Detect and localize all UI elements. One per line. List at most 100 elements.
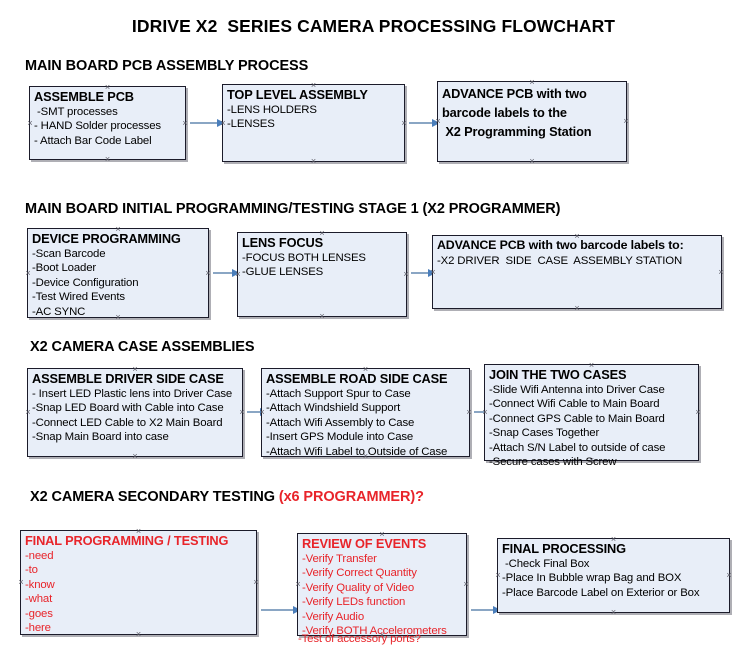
node-title: ASSEMBLE DRIVER SIDE CASE (32, 371, 224, 386)
node-item: -Attach Windshield Support (266, 402, 401, 415)
node-item: -GLUE LENSES (242, 266, 324, 279)
node-title: ASSEMBLE PCB (34, 89, 134, 104)
connector-lens-focus-to-advance-pcb-driver-side[interactable] (411, 268, 436, 277)
section-heading-x2-camera-case-assemblies: X2 CAMERA CASE ASSEMBLIES (30, 339, 255, 355)
node-item: -Verify Correct Quantity (302, 567, 417, 580)
node-item: -Connect LED Cable to X2 Main Board (32, 416, 223, 429)
handle-left[interactable] (18, 579, 25, 586)
node-assemble-pcb[interactable]: ASSEMBLE PCB -SMT processes - HAND Solde… (29, 86, 186, 160)
connector-driver-side-to-road-side[interactable] (247, 407, 268, 416)
node-review-of-events[interactable]: REVIEW OF EVENTS -Verify Transfer -Verif… (295, 533, 467, 638)
node-item: -what (25, 593, 53, 606)
node-title: FINAL PROGRAMMING / TESTING (25, 533, 229, 548)
section-heading-text: MAIN BOARD INITIAL PROGRAMMING/TESTING S… (25, 201, 561, 217)
node-title: REVIEW OF EVENTS (302, 536, 427, 551)
node-item: -goes (25, 607, 53, 620)
node-item-overflow-review-of-events: -Test of accessory ports? (298, 633, 421, 645)
node-item: -FOCUS BOTH LENSES (242, 251, 366, 264)
node-top-level-assembly[interactable]: TOP LEVEL ASSEMBLY -LENS HOLDERS -LENSES (222, 84, 405, 162)
node-advance-pcb-to-x2-programming-station[interactable]: ADVANCE PCB with two barcode labels to t… (437, 81, 627, 162)
node-item: -Attach S/N Label to outside of case (489, 441, 666, 454)
node-item: -Connect Wifi Cable to Main Board (489, 398, 660, 411)
node-title: DEVICE PROGRAMMING (32, 231, 181, 246)
arrowhead-icon (432, 118, 440, 127)
handle-left[interactable] (495, 572, 502, 579)
handle-bottom[interactable] (574, 305, 581, 312)
node-item: -know (25, 578, 55, 591)
node-title: FINAL PROCESSING (502, 541, 626, 556)
node-title: ADVANCE PCB with two barcode labels to t… (442, 86, 592, 139)
handle-bottom[interactable] (610, 609, 617, 616)
handle-left[interactable] (27, 120, 34, 127)
node-item: -Connect GPS Cable to Main Board (489, 412, 665, 425)
node-title: JOIN THE TWO CASES (489, 367, 627, 382)
node-item: -LENS HOLDERS (227, 103, 317, 116)
arrowhead-icon (232, 268, 240, 277)
node-item: -to (25, 564, 38, 577)
section-heading-text: X2 CAMERA CASE ASSEMBLIES (30, 339, 255, 355)
handle-bottom[interactable] (310, 158, 317, 165)
handle-bottom[interactable] (529, 158, 536, 165)
connector-top-level-assembly-to-advance-pcb[interactable] (409, 118, 440, 127)
section-heading-x2-camera-secondary-testing: X2 CAMERA SECONDARY TESTING (x6 PROGRAMM… (30, 489, 424, 505)
arrowhead-icon (217, 118, 225, 127)
node-item: -Test Wired Events (32, 291, 125, 304)
node-advance-pcb-to-driver-side-case-assembly[interactable]: ADVANCE PCB with two barcode labels to: … (432, 235, 722, 309)
node-lens-focus[interactable]: LENS FOCUS -FOCUS BOTH LENSES -GLUE LENS… (237, 232, 407, 317)
node-item: - HAND Solder processes (34, 120, 161, 133)
node-device-programming[interactable]: DEVICE PROGRAMMING -Scan Barcode -Boot L… (27, 228, 209, 318)
node-item: -Attach Wifi Label to Outside of Case (266, 445, 448, 458)
node-item: -Snap Cases Together (489, 427, 600, 440)
node-item: -Place Barcode Label on Exterior or Box (502, 586, 700, 599)
node-item: -Verify Quality of Video (302, 581, 415, 594)
connector-device-programming-to-lens-focus[interactable] (213, 268, 240, 277)
node-item: -Verify BOTH Accelerometers (302, 625, 447, 638)
handle-bottom[interactable] (132, 453, 139, 460)
node-item: -Snap LED Board with Cable into Case (32, 402, 224, 415)
node-title: ASSEMBLE ROAD SIDE CASE (266, 371, 448, 386)
node-join-the-two-cases[interactable]: JOIN THE TWO CASES -Slide Wifi Antenna i… (484, 364, 699, 468)
node-title: LENS FOCUS (242, 235, 323, 250)
node-assemble-road-side-case[interactable]: ASSEMBLE ROAD SIDE CASE -Attach Support … (261, 368, 470, 458)
section-heading-main-board-initial-programming-testing-stage-1: MAIN BOARD INITIAL PROGRAMMING/TESTING S… (25, 201, 561, 217)
node-item: -Slide Wifi Antenna into Driver Case (489, 383, 665, 396)
connector-final-programming-to-review-of-events[interactable] (261, 605, 301, 614)
node-item: -Device Configuration (32, 276, 139, 289)
node-title: ADVANCE PCB with two barcode labels to: (437, 238, 684, 252)
node-item: -Attach Support Spur to Case (266, 387, 411, 400)
handle-left[interactable] (25, 409, 32, 416)
node-item: - Insert LED Plastic lens into Driver Ca… (32, 387, 233, 400)
handle-bottom[interactable] (319, 313, 326, 320)
section-heading-text: MAIN BOARD PCB ASSEMBLY PROCESS (25, 58, 309, 74)
node-item: -Check Final Box (502, 557, 590, 570)
node-item: -Verify LEDs function (302, 596, 406, 609)
node-item: -AC SYNC (32, 305, 86, 318)
node-item: -here (25, 622, 51, 635)
node-item: - Attach Bar Code Label (34, 134, 152, 147)
handle-left[interactable] (295, 581, 302, 588)
node-item: -Attach Wifi Assembly to Case (266, 416, 415, 429)
connector-assemble-pcb-to-top-level-assembly[interactable] (190, 118, 225, 127)
handle-bottom[interactable] (104, 156, 111, 163)
node-item: -LENSES (227, 118, 275, 131)
node-title: TOP LEVEL ASSEMBLY (227, 87, 368, 102)
connector-review-of-events-to-final-processing[interactable] (471, 605, 501, 614)
node-item: -need (25, 549, 54, 562)
section-heading-text: X2 CAMERA SECONDARY TESTING (30, 489, 279, 505)
node-item: -Place In Bubble wrap Bag and BOX (502, 572, 682, 585)
node-assemble-driver-side-case[interactable]: ASSEMBLE DRIVER SIDE CASE - Insert LED P… (27, 368, 243, 457)
node-item: -Snap Main Board into case (32, 431, 169, 444)
node-item: -X2 DRIVER SIDE CASE ASSEMBLY STATION (437, 254, 683, 267)
node-final-programming-testing[interactable]: FINAL PROGRAMMING / TESTING -need -to -k… (20, 530, 257, 635)
section-heading-main-board-pcb-assembly-process: MAIN BOARD PCB ASSEMBLY PROCESS (25, 58, 308, 74)
handle-right[interactable] (718, 269, 725, 276)
node-item: -SMT processes (34, 105, 118, 118)
node-item: -Verify Audio (302, 610, 364, 623)
node-item: -Boot Loader (32, 262, 97, 275)
handle-left[interactable] (25, 270, 32, 277)
node-item: -Scan Barcode (32, 247, 106, 260)
page-title: IDRIVE X2 SERIES CAMERA PROCESSING FLOWC… (131, 16, 616, 36)
section-heading-accent: (x6 PROGRAMMER)? (278, 489, 424, 505)
node-final-processing[interactable]: FINAL PROCESSING -Check Final Box -Place… (497, 538, 730, 613)
